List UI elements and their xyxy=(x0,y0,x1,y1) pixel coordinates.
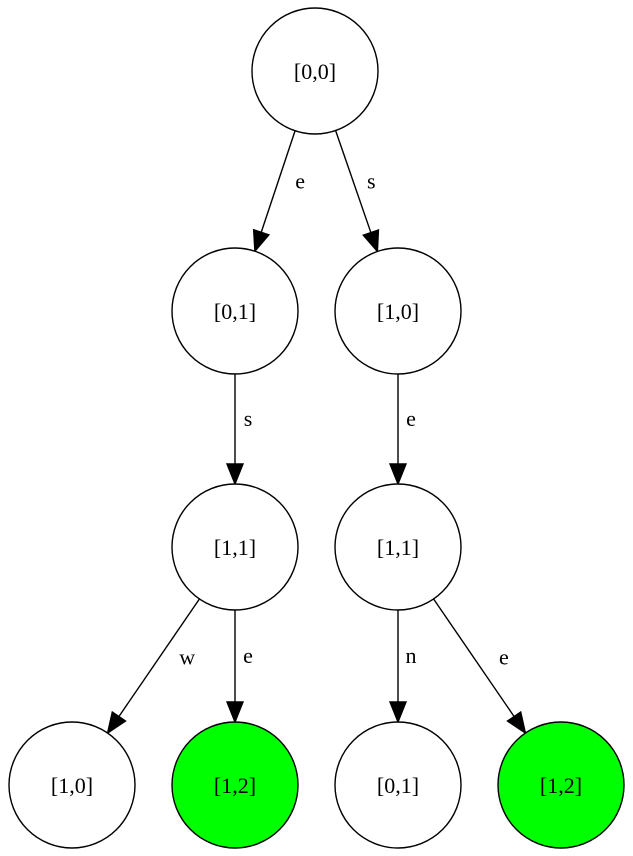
state-node-n1: [0,1] xyxy=(171,247,299,375)
node-label: [1,0] xyxy=(377,299,419,324)
node-label: [0,1] xyxy=(214,299,256,324)
arrowhead xyxy=(225,463,245,486)
node-label: [1,1] xyxy=(214,535,256,560)
arrowhead xyxy=(106,710,127,735)
goal-node-n6: [1,2] xyxy=(171,721,299,849)
state-node-n7: [0,1] xyxy=(334,721,462,849)
edge-line xyxy=(118,598,200,717)
state-node-n3: [1,1] xyxy=(171,483,299,611)
edge-line xyxy=(260,130,296,233)
edge-label: e xyxy=(243,643,253,668)
edge-label: s xyxy=(244,406,253,431)
edge-label: e xyxy=(295,169,305,194)
state-node-n5: [1,0] xyxy=(8,721,136,849)
node-circle xyxy=(334,721,462,849)
node-circle xyxy=(171,721,299,849)
node-circle xyxy=(171,247,299,375)
edge-n4-n8: e xyxy=(433,598,527,735)
edge-n1-n3: s xyxy=(225,374,253,486)
edge-n2-n4: e xyxy=(388,374,416,486)
edge-n0-n2: s xyxy=(334,130,380,254)
node-circle xyxy=(171,483,299,611)
edge-n4-n7: n xyxy=(388,610,417,724)
arrowhead xyxy=(225,701,245,724)
edge-label: s xyxy=(367,169,376,194)
state-node-n4: [1,1] xyxy=(334,483,462,611)
arrowhead xyxy=(506,710,527,735)
edge-label: w xyxy=(179,645,195,670)
node-circle xyxy=(497,721,625,849)
node-label: [1,2] xyxy=(540,773,582,798)
edge-n3-n6: e xyxy=(225,610,253,724)
arrowhead xyxy=(388,463,408,486)
node-circle xyxy=(334,247,462,375)
edge-line xyxy=(334,130,372,233)
edge-line xyxy=(433,598,515,717)
node-label: [1,1] xyxy=(377,535,419,560)
goal-node-n8: [1,2] xyxy=(497,721,625,849)
node-circle xyxy=(334,483,462,611)
edge-label: e xyxy=(499,645,509,670)
state-node-n2: [1,0] xyxy=(334,247,462,375)
node-circle xyxy=(8,721,136,849)
node-label: [0,1] xyxy=(377,773,419,798)
edge-n3-n5: w xyxy=(106,598,200,735)
state-node-n0: [0,0] xyxy=(251,7,379,135)
node-label: [1,0] xyxy=(51,773,93,798)
arrowhead xyxy=(252,228,271,254)
arrowhead xyxy=(388,701,408,724)
node-label: [0,0] xyxy=(294,59,336,84)
edge-label: e xyxy=(406,406,416,431)
edge-n0-n1: e xyxy=(252,130,305,254)
nodes-layer: [0,0] [0,1] [1,0] [1,1] [1,1] [1,0] [1,2] [0,1]… xyxy=(8,7,625,849)
edges-layer: e s s e w e n e xyxy=(106,130,527,735)
edge-label: n xyxy=(406,643,417,668)
node-circle xyxy=(251,7,379,135)
arrowhead xyxy=(362,228,380,254)
node-label: [1,2] xyxy=(214,773,256,798)
